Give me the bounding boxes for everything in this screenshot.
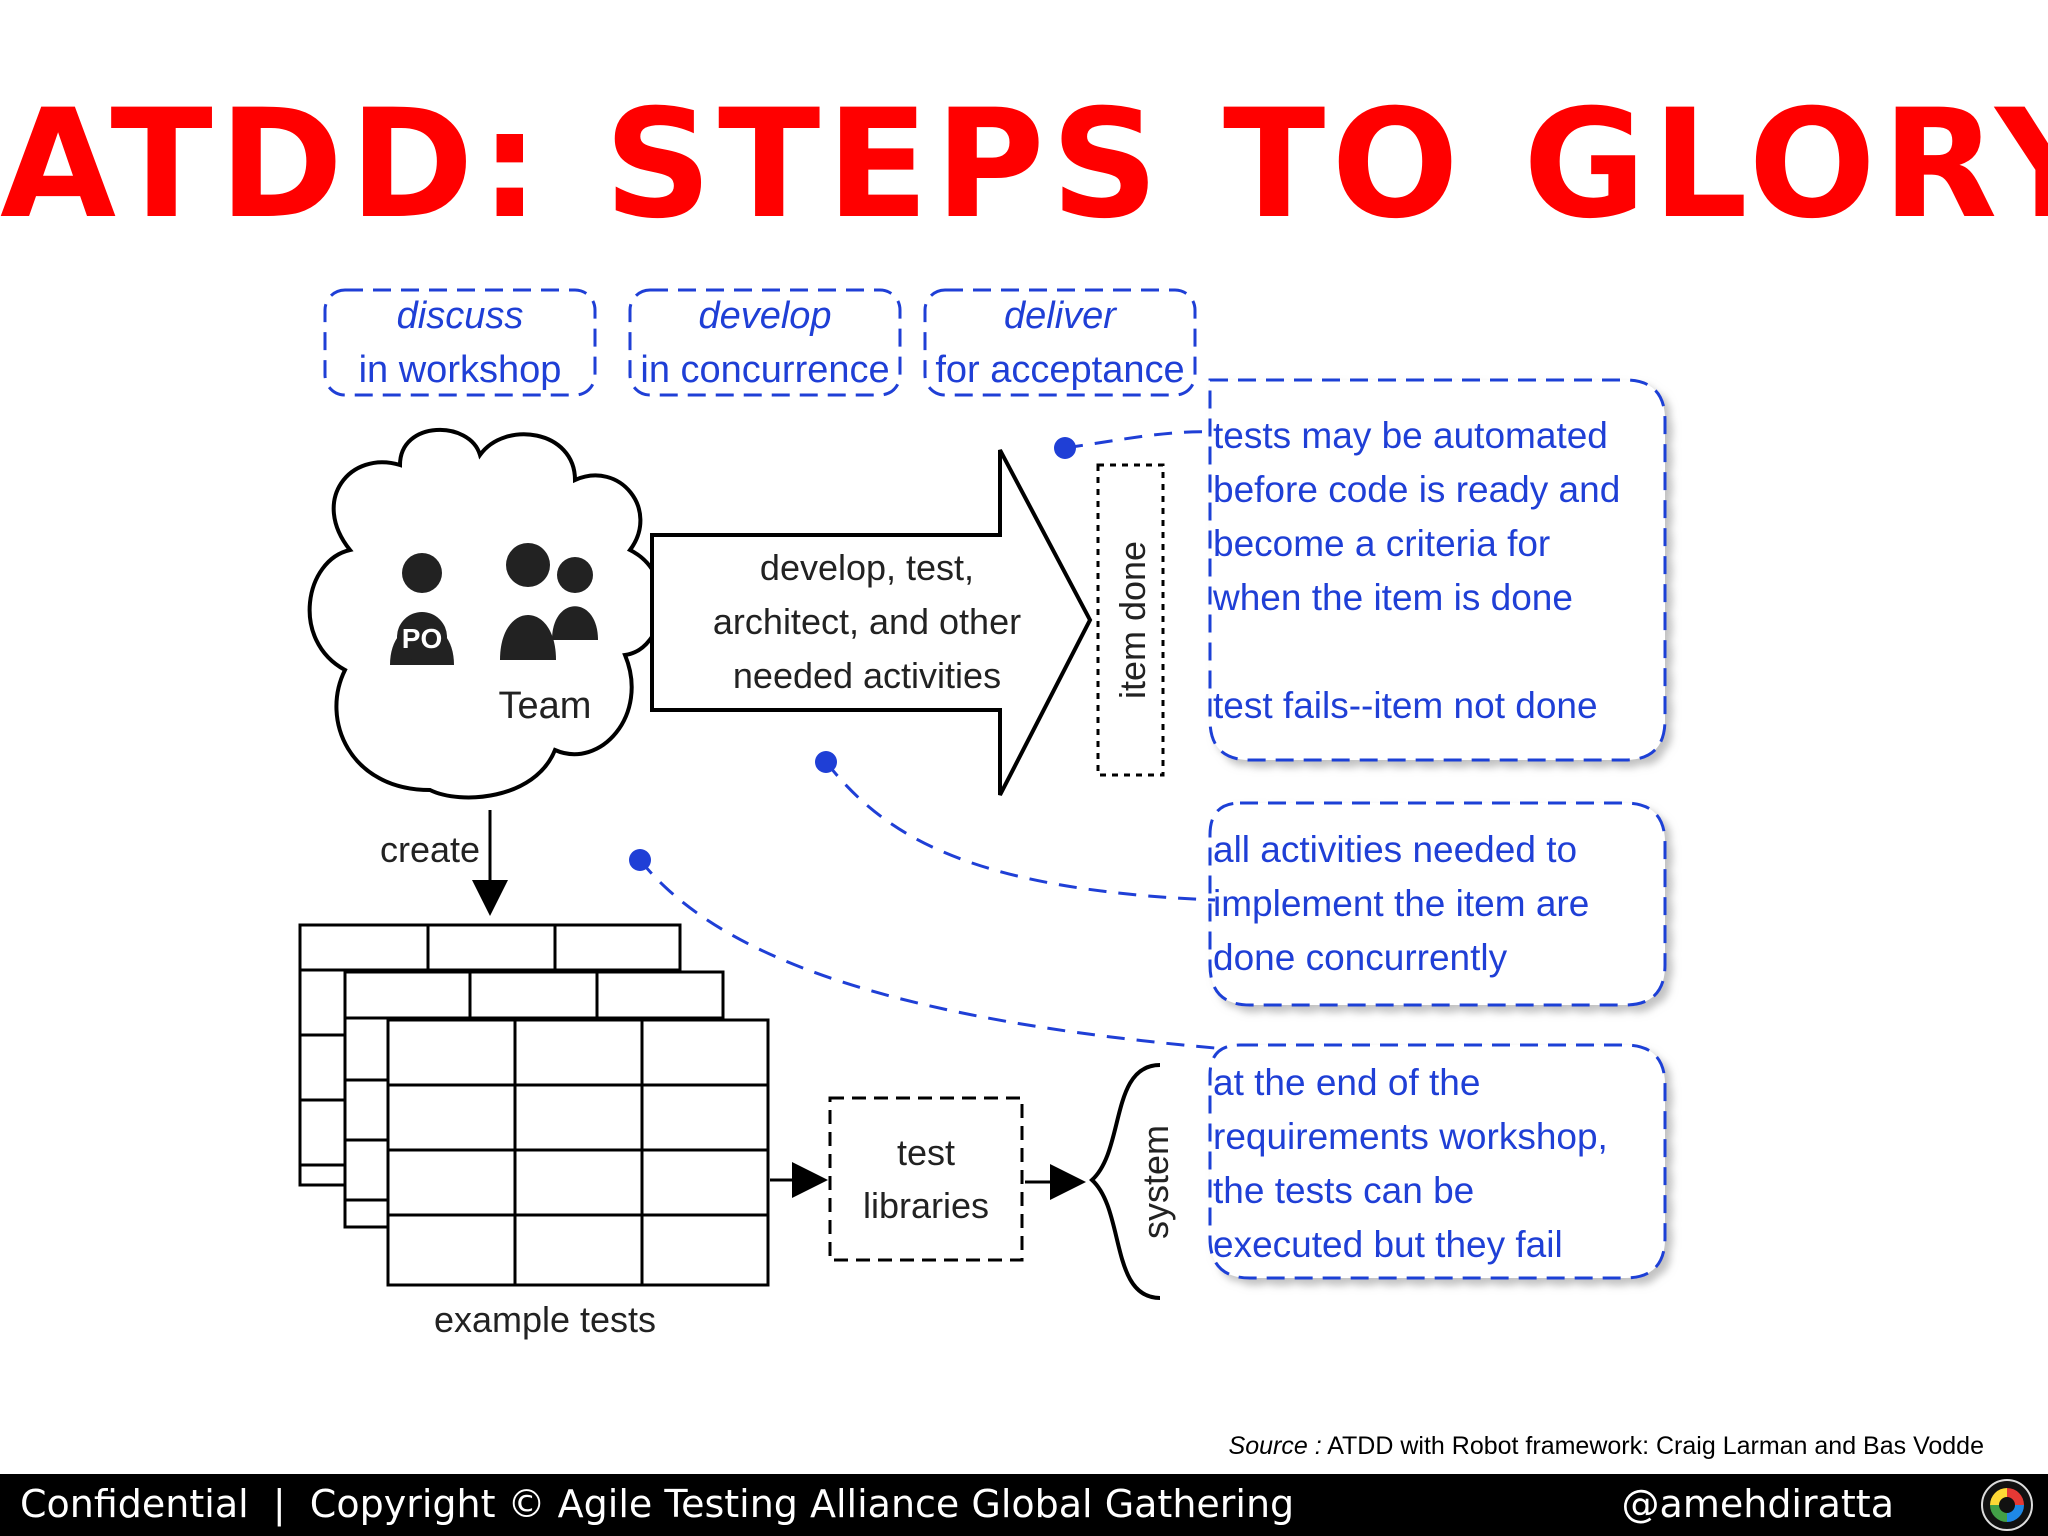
item-done-box: item done xyxy=(1096,463,1165,777)
connector-dot-2 xyxy=(815,751,837,773)
page-title: ATDD: STEPS TO GLORY xyxy=(0,78,2048,252)
create-label: create xyxy=(380,829,480,870)
example-tests-label: example tests xyxy=(434,1299,656,1340)
source-label: Source : xyxy=(1228,1432,1322,1460)
ata-logo-icon xyxy=(1981,1479,2033,1531)
po-label: PO xyxy=(402,623,442,654)
arrow-line-2: architect, and other xyxy=(713,601,1021,642)
big-arrow: develop, test, architect, and other need… xyxy=(650,449,1093,796)
example-tests-tables xyxy=(298,923,770,1287)
test-libraries-box: test libraries xyxy=(828,1096,1024,1262)
callout-automated: tests may be automated before code is re… xyxy=(1208,378,1667,762)
callout-2-line-1: all activities needed to xyxy=(1213,829,1577,870)
arrow-line-1: develop, test, xyxy=(760,547,974,588)
callout-concurrent: all activities needed to implement the i… xyxy=(1208,801,1667,1007)
test-libraries-line-2: libraries xyxy=(863,1185,989,1226)
phase-develop-title: develop xyxy=(698,295,831,337)
atdd-diagram: discuss in workshop develop in concurren… xyxy=(298,288,1667,1340)
connector-lines xyxy=(638,430,1216,1050)
phase-develop: develop in concurrence xyxy=(628,288,902,397)
team-label: Team xyxy=(499,685,592,727)
phase-deliver: deliver for acceptance xyxy=(923,288,1197,397)
callout-3-line-2: requirements workshop, xyxy=(1213,1116,1608,1157)
callout-1-line-4: when the item is done xyxy=(1212,577,1573,618)
phase-develop-subtitle: in concurrence xyxy=(640,349,889,391)
callout-1-line-1: tests may be automated xyxy=(1213,415,1608,456)
connector-dot-1 xyxy=(1054,437,1076,459)
system-brace xyxy=(1089,1063,1161,1300)
team-icon xyxy=(500,543,598,660)
source-text: ATDD with Robot framework: Craig Larman … xyxy=(1327,1432,1984,1460)
phase-deliver-subtitle: for acceptance xyxy=(935,349,1184,391)
footer-bar: Confidential | Copyright © Agile Testing… xyxy=(0,1474,2048,1536)
phase-discuss-title: discuss xyxy=(397,295,524,337)
source-citation: Source : ATDD with Robot framework: Crai… xyxy=(1229,1432,1984,1461)
footer-handle: @amehdiratta xyxy=(1621,1482,1894,1526)
callout-3-line-3: the tests can be xyxy=(1213,1170,1474,1211)
callout-1-line-3: become a criteria for xyxy=(1213,523,1550,564)
arrow-line-3: needed activities xyxy=(733,655,1001,696)
system-label: system xyxy=(1135,1125,1176,1239)
test-libraries-line-1: test xyxy=(897,1132,955,1173)
connector-dot-3 xyxy=(629,849,651,871)
callout-1-line-6: test fails--item not done xyxy=(1213,685,1598,726)
phase-discuss-subtitle: in workshop xyxy=(359,349,562,391)
callout-3-line-1: at the end of the xyxy=(1213,1062,1480,1103)
item-done-label: item done xyxy=(1112,541,1153,699)
product-owner-icon: PO xyxy=(390,553,454,665)
phase-discuss: discuss in workshop xyxy=(323,288,597,397)
callout-workshop: at the end of the requirements workshop,… xyxy=(1208,1043,1667,1280)
team-cloud xyxy=(307,427,664,800)
callout-3-line-4: executed but they fail xyxy=(1213,1224,1563,1265)
phase-deliver-title: deliver xyxy=(1004,295,1117,337)
footer-copyright: Confidential | Copyright © Agile Testing… xyxy=(20,1482,1295,1526)
callout-1-line-2: before code is ready and xyxy=(1213,469,1620,510)
callout-2-line-3: done concurrently xyxy=(1213,937,1508,978)
callout-2-line-2: implement the item are xyxy=(1213,883,1589,924)
